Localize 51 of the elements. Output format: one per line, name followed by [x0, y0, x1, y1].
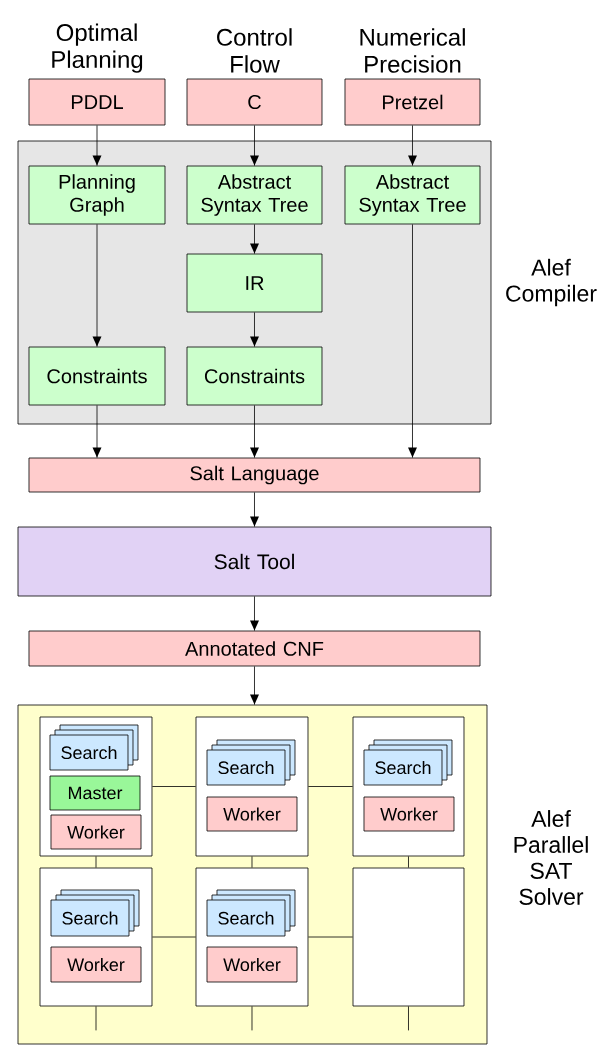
node-box [352, 867, 465, 1007]
panel-label: Alef Parallel SAT Solver [514, 810, 588, 905]
worker-box: Worker [50, 946, 142, 983]
panel-label: Alef Compiler [506, 258, 597, 307]
column-heading: Numerical Precision [360, 28, 465, 73]
connector-line [152, 936, 196, 938]
arrow [250, 405, 259, 458]
language-box: Pretzel [344, 78, 481, 126]
master-box: Master [49, 775, 141, 811]
arrow [250, 224, 259, 254]
search-stack: Search [363, 739, 453, 786]
arrow [408, 125, 417, 166]
language-box: PDDL [28, 78, 166, 126]
search-stack: Search [206, 739, 296, 786]
arrow [92, 125, 102, 166]
arrow [250, 312, 259, 347]
connector-line [251, 1006, 253, 1031]
process-box: Abstract Syntax Tree [186, 165, 323, 225]
connector-line [408, 856, 409, 868]
column-heading: Control Flow [217, 28, 292, 73]
arrow [92, 224, 102, 347]
connector-line [251, 856, 253, 868]
arrow [408, 224, 417, 458]
process-box: Constraints [186, 346, 323, 406]
process-box: Abstract Syntax Tree [344, 165, 481, 225]
arrow [92, 405, 102, 458]
connector-line [408, 1006, 409, 1031]
search-stack: Search [206, 889, 296, 937]
arrow [250, 666, 259, 705]
worker-box: Worker [206, 946, 298, 983]
column-heading: Optimal Planning [52, 23, 143, 73]
arrow [250, 125, 259, 166]
format-bar: Annotated CNF [28, 630, 481, 667]
connector-line [95, 856, 97, 868]
worker-box: Worker [206, 796, 298, 832]
connector-line [152, 786, 196, 787]
worker-box: Worker [50, 814, 142, 850]
arrow [250, 492, 259, 527]
search-stack: Search [49, 724, 139, 771]
process-box: Planning Graph [28, 165, 166, 225]
connector-line [95, 1006, 97, 1031]
connector-line [308, 786, 353, 787]
process-box: IR [186, 253, 323, 313]
worker-box: Worker [363, 796, 455, 832]
language-bar: Salt Language [28, 457, 481, 493]
connector-line [308, 936, 353, 938]
arrow [250, 596, 259, 631]
tool-box: Salt Tool [17, 526, 492, 597]
process-box: Constraints [28, 346, 166, 406]
search-stack: Search [50, 889, 140, 937]
language-box: C [186, 78, 323, 126]
